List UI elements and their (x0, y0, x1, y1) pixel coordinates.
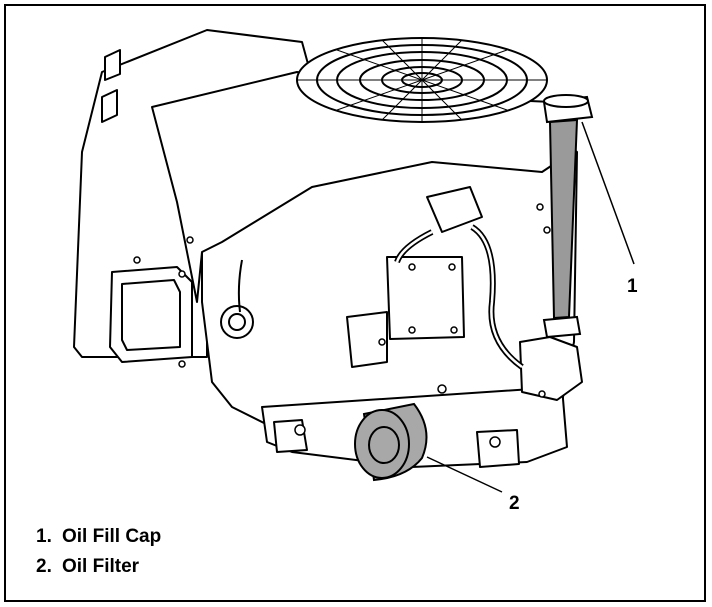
leader-line-2 (426, 456, 503, 493)
vent-upper (104, 49, 121, 81)
breather (519, 336, 583, 401)
legend: 1. Oil Fill Cap 2. Oil Filter (36, 522, 161, 582)
figure-frame: 1 2 1. Oil Fill Cap 2. Oil Filter (4, 4, 706, 602)
callout-number-1: 1 (627, 276, 638, 297)
cover-plate (386, 256, 465, 340)
vent-lower (101, 89, 118, 123)
legend-item-oil-fill-cap: 1. Oil Fill Cap (36, 522, 161, 552)
legend-label: Oil Filter (62, 556, 140, 577)
oil-filter (354, 402, 428, 482)
fuel-pump (426, 186, 483, 233)
callout-number-2: 2 (509, 493, 520, 514)
legend-item-oil-filter: 2. Oil Filter (36, 552, 161, 582)
legend-label: Oil Fill Cap (62, 526, 162, 547)
mount-foot-right (476, 429, 520, 468)
legend-number: 2. (36, 556, 52, 577)
engine-illustration (73, 29, 635, 493)
legend-number: 1. (36, 526, 52, 547)
leader-line-1 (581, 121, 635, 265)
